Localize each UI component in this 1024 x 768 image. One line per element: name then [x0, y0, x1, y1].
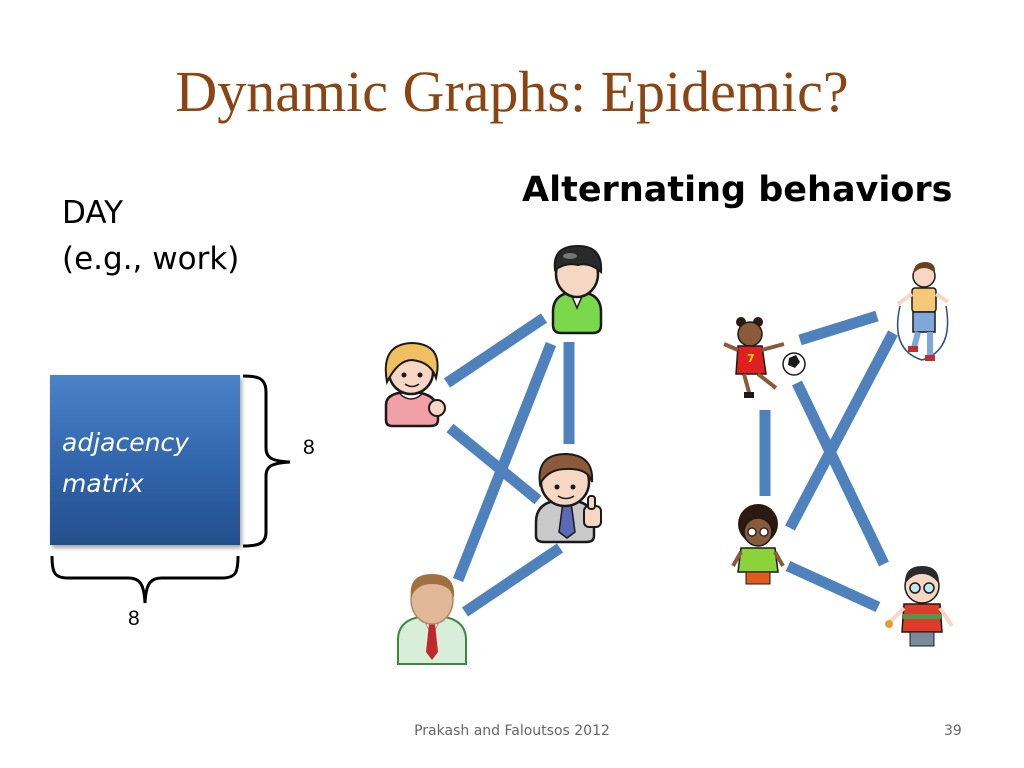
edge-man1-businessman: [452, 341, 557, 583]
boy-glasses-icon: [885, 566, 954, 647]
day-label-line2: (e.g., work): [62, 241, 240, 277]
page-number: 39: [944, 723, 962, 739]
businessman-icon: [397, 574, 467, 665]
footer: Prakash and Faloutsos 2012: [414, 723, 610, 739]
subtitle: Alternating behaviors: [522, 170, 953, 210]
bottom-brace: [50, 555, 240, 604]
edge-soccer-jumprope: [798, 310, 879, 346]
boy-jump-rope-icon: [896, 262, 950, 361]
man-black-hair-icon: [551, 244, 603, 335]
matrix-label: adjacency matrix: [62, 422, 189, 504]
work-graph-edges: [443, 313, 575, 617]
edge-curly-glasses: [785, 560, 881, 613]
edge-soccer-glasses: [792, 380, 889, 567]
day-label: DAY (e.g., work): [62, 190, 239, 282]
matrix-label-line2: matrix: [62, 469, 144, 498]
svg-text:7: 7: [747, 352, 755, 365]
slide-title: Dynamic Graphs: Epidemic?: [175, 59, 849, 124]
man-thumbs-up-icon: [534, 452, 602, 544]
kids-graph-edges: [759, 310, 898, 613]
edge-woman-man1: [443, 313, 548, 388]
day-label-line1: DAY: [62, 195, 124, 231]
edge-woman-manthumb: [446, 423, 542, 505]
matrix-cols-label: 8: [128, 607, 140, 630]
matrix-label-line1: adjacency: [62, 428, 189, 457]
right-brace: [242, 374, 291, 548]
adjacency-matrix-box: [50, 375, 240, 545]
edge-jumprope-curly: [785, 330, 898, 531]
girl-soccer-icon: 7: [723, 317, 806, 398]
girl-curly-icon: [731, 504, 785, 585]
woman-blonde-icon: [384, 341, 446, 428]
matrix-rows-label: 8: [303, 436, 315, 459]
edge-manthumb-businessman: [461, 543, 564, 617]
